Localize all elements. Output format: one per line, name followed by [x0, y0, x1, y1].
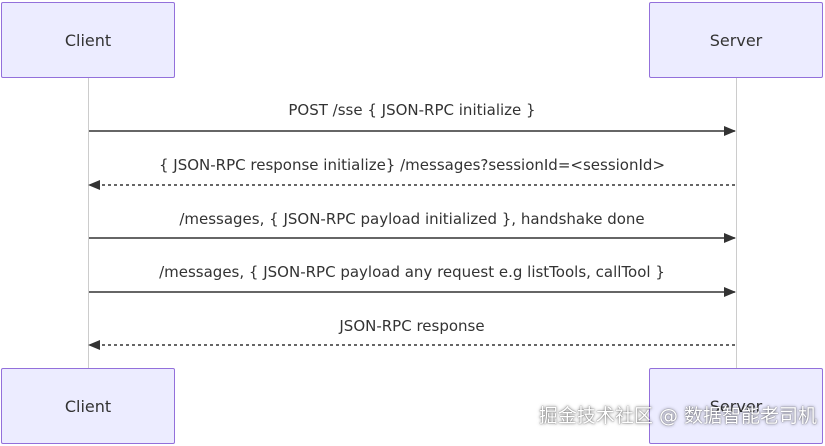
message-label-4: /messages, { JSON-RPC payload any reques… [159, 263, 665, 281]
lifeline-server [736, 78, 737, 368]
actor-client-label: Client [64, 30, 112, 50]
message-label-2: { JSON-RPC response initialize} /message… [158, 156, 666, 174]
actor-client-bottom: Client [1, 368, 175, 444]
actor-client-top: Client [1, 2, 175, 78]
lifeline-client [88, 78, 89, 368]
message-label-1: POST /sse { JSON-RPC initialize } [288, 101, 536, 119]
actor-server-label: Server [709, 30, 763, 50]
message-label-5: JSON-RPC response [339, 317, 485, 335]
message-label-3: /messages, { JSON-RPC payload initialize… [179, 210, 645, 228]
actor-server-label-bottom: Server [709, 396, 763, 416]
actor-client-label-bottom: Client [64, 396, 112, 416]
actor-server-bottom: Server [649, 368, 823, 444]
watermark-text: 掘金技术社区 @ 数据智能老司机 [538, 405, 817, 427]
actor-server-top: Server [649, 2, 823, 78]
